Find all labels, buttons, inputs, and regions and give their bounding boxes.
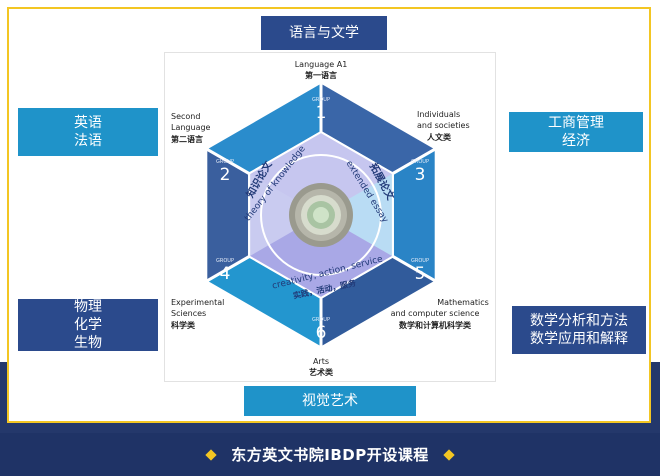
core-hexagon-outline (248, 130, 394, 300)
diamond-left-icon (205, 448, 217, 461)
english-french-box: 英语 法语 (18, 108, 158, 156)
group-6-en: Arts (313, 357, 329, 366)
group-1-number: 1 (316, 103, 327, 123)
math-aa-label: 数学分析和方法 (530, 313, 628, 329)
group-2-zh: 第二语言 (171, 134, 203, 144)
group-6-word: GROUP (312, 317, 330, 323)
group-4-en-line2: Sciences (171, 309, 206, 318)
group-3-word: GROUP (411, 159, 429, 165)
core-disc-5 (313, 207, 329, 223)
ib-hexagon-panel: GROUP 1 GROUP 2 GROUP 3 GROUP 4 GROUP 5 … (164, 52, 496, 382)
group-3-number: 3 (415, 165, 426, 185)
group-5-number: 5 (415, 264, 426, 284)
group-1-word: GROUP (312, 97, 330, 103)
diamond-right-icon (443, 448, 455, 461)
visual-arts-box: 视觉艺术 (244, 386, 416, 416)
footer-bar: 东方英文书院IBDP开设课程 (0, 433, 660, 476)
group-3-en-line1: Individuals (417, 110, 460, 119)
french-label: 法语 (74, 133, 102, 149)
ib-hexagon-diagram: GROUP 1 GROUP 2 GROUP 3 GROUP 4 GROUP 5 … (171, 60, 489, 377)
math-ai-label: 数学应用和解释 (530, 331, 628, 347)
group-6-number: 6 (316, 323, 327, 343)
group-5-en-line2: and computer science (391, 309, 480, 318)
visual-arts-label: 视觉艺术 (302, 393, 358, 409)
group-2-en-line1: Second (171, 112, 200, 121)
group-6-zh: 艺术类 (309, 367, 333, 377)
chemistry-label: 化学 (74, 317, 102, 333)
group-5-zh: 数学和计算机科学类 (399, 320, 471, 330)
group-4-en-line1: Experimental (171, 298, 224, 307)
group-4-number: 4 (220, 264, 231, 284)
economics-label: 经济 (562, 133, 590, 149)
group-2-en-line2: Language (171, 123, 211, 132)
group-1-zh: 第一语言 (305, 70, 337, 80)
sciences-box: 物理 化学 生物 (18, 299, 158, 351)
biology-label: 生物 (74, 335, 102, 351)
group-3-en-line2: and societies (417, 121, 470, 130)
business-label: 工商管理 (548, 115, 604, 131)
math-box: 数学分析和方法 数学应用和解释 (512, 306, 646, 354)
group-5-en-line1: Mathematics (437, 298, 489, 307)
language-literature-box: 语言与文学 (261, 16, 387, 50)
group-4-zh: 科学类 (171, 320, 195, 330)
group-2-number: 2 (220, 165, 231, 185)
physics-label: 物理 (74, 299, 102, 315)
ee-sector (321, 173, 393, 257)
group-2-word: GROUP (216, 159, 234, 165)
english-label: 英语 (74, 115, 102, 131)
language-literature-label: 语言与文学 (289, 25, 359, 41)
business-economics-box: 工商管理 经济 (509, 112, 643, 152)
group-4-word: GROUP (216, 258, 234, 264)
group-5-word: GROUP (411, 258, 429, 264)
group-1-en: Language A1 (295, 60, 348, 69)
group-3-zh: 人文类 (427, 132, 451, 142)
core-ring-outer (260, 154, 382, 276)
footer-title: 东方英文书院IBDP开设课程 (231, 446, 429, 464)
